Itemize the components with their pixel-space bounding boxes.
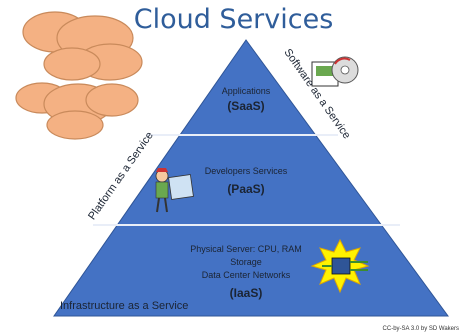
server-burst-icon [310,238,370,294]
tier-saas-label: Applications [221,86,271,96]
tier-paas-label: Developers Services [204,166,288,176]
tier-iaas-line-3: Data Center Networks [201,270,291,280]
tier-iaas-line-1: Physical Server: CPU, RAM [190,244,302,254]
diagram-title: Cloud Services [133,4,334,35]
side-label-bottom: Infrastructure as a Service [60,300,189,312]
software-disc-icon [311,56,359,87]
tier-saas-code: (SaaS) [227,99,265,113]
cloud-icon [15,11,143,140]
tier-iaas-code: (IaaS) [229,286,263,300]
pyramid [53,39,449,317]
tier-paas-code: (PaaS) [227,182,265,196]
credit-text: CC-by-SA 3.0 by SD Wakers [382,326,459,332]
developer-figure-icon [155,168,194,213]
tier-iaas-line-2: Storage [230,257,262,267]
